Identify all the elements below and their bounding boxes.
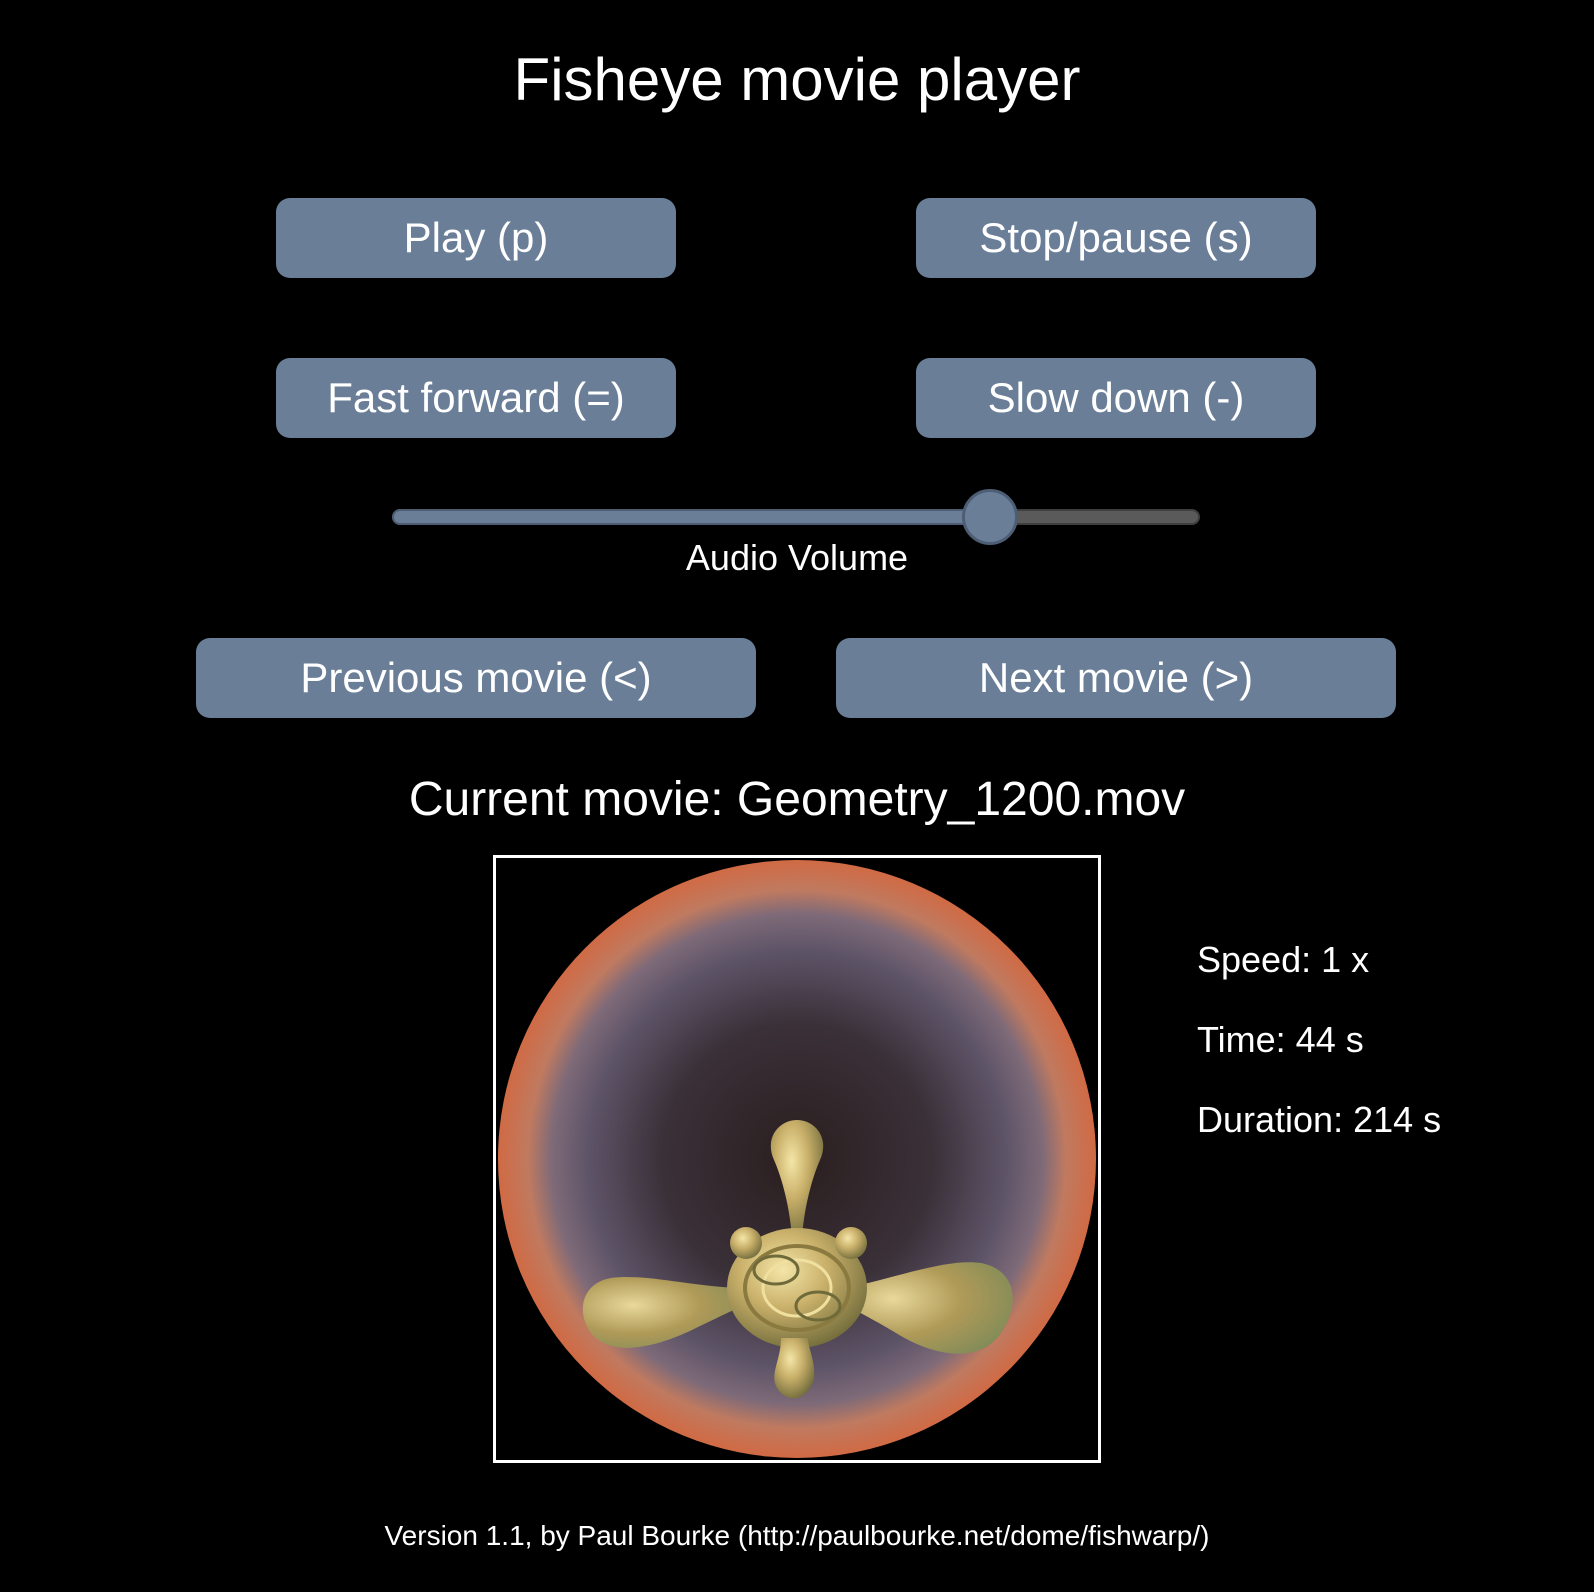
speed-readout: Speed: 1 x bbox=[1197, 939, 1370, 980]
next-movie-button[interactable]: Next movie (>) bbox=[836, 638, 1396, 718]
time-readout: Time: 44 s bbox=[1197, 1019, 1364, 1060]
slider-fill bbox=[392, 509, 990, 525]
page-title: Fisheye movie player bbox=[513, 46, 1081, 113]
movie-frame[interactable] bbox=[493, 855, 1101, 1463]
slider-thumb[interactable] bbox=[962, 489, 1018, 545]
audio-volume-label: Audio Volume bbox=[685, 537, 909, 578]
duration-readout: Duration: 214 s bbox=[1197, 1099, 1442, 1140]
current-movie-label: Current movie: Geometry_1200.mov bbox=[408, 773, 1186, 826]
previous-movie-button[interactable]: Previous movie (<) bbox=[196, 638, 756, 718]
version-footer: Version 1.1, by Paul Bourke (http://paul… bbox=[384, 1520, 1210, 1551]
play-button[interactable]: Play (p) bbox=[276, 198, 676, 278]
fisheye-dome-frame-image bbox=[498, 860, 1096, 1458]
slow-down-button[interactable]: Slow down (-) bbox=[916, 358, 1316, 438]
audio-volume-slider[interactable] bbox=[392, 489, 1200, 545]
stop-pause-button[interactable]: Stop/pause (s) bbox=[916, 198, 1316, 278]
fast-forward-button[interactable]: Fast forward (=) bbox=[276, 358, 676, 438]
